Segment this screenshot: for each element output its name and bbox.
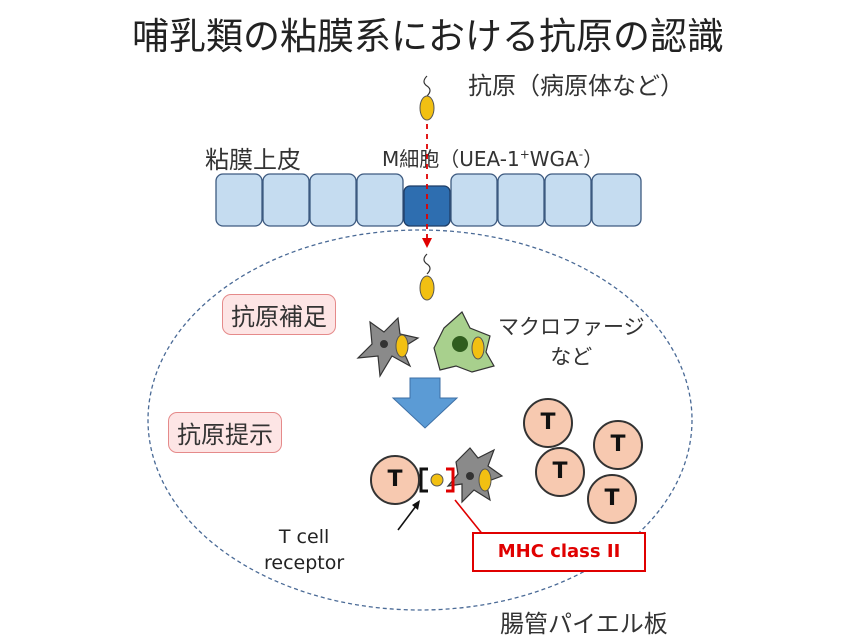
macrophage-label-line1: マクロファージ (498, 315, 645, 339)
t-cell: T (587, 474, 637, 524)
tcr-label-line2: receptor (264, 552, 345, 574)
mhc-bracket (446, 467, 455, 493)
transport-arrow-head (422, 238, 432, 248)
m-cell-label-mid: WGA (529, 147, 579, 171)
peyer-patch-outline (147, 229, 693, 611)
m-cell-label-sup1: + (519, 147, 530, 162)
presenting-dendritic-cell-icon (446, 447, 504, 504)
macrophage-icon (433, 311, 495, 373)
epithelial-cell (262, 173, 310, 227)
tcr-pointer-arrow-head (412, 500, 420, 510)
epithelial-cell (497, 173, 545, 227)
epithelium-label: 粘膜上皮 (205, 146, 301, 174)
peyer-patch-label: 腸管パイエル板 (500, 610, 668, 638)
dendritic-cell-icon (356, 316, 420, 378)
t-cell: T (593, 420, 643, 470)
antigen-capture-box: 抗原補足 (222, 294, 336, 335)
page-title: 哺乳類の粘膜系における抗原の認識 (132, 15, 724, 58)
epithelial-cell (309, 173, 357, 227)
mhc-label-box: MHC class II (472, 532, 646, 572)
t-cell-presented: T (370, 455, 420, 505)
m-cell-label-prefix: M細胞（UEA-1 (382, 147, 520, 171)
antigen-icon (419, 75, 435, 121)
epithelial-cell (215, 173, 263, 227)
tcr-label-line1: T cell (278, 526, 330, 548)
epithelial-cell (450, 173, 498, 227)
antigen-label: 抗原（病原体など） (468, 72, 684, 100)
tcr-label: T cell receptor (264, 524, 344, 576)
process-down-arrow (391, 377, 459, 429)
m-cell-label-sup2: - (578, 147, 584, 162)
epithelial-cell (544, 173, 592, 227)
antigen-presentation-box: 抗原提示 (168, 412, 282, 453)
tcr-pointer-arrow (397, 505, 417, 531)
epithelial-cell (591, 173, 642, 227)
epithelial-cell (356, 173, 404, 227)
mhc-pointer-line (454, 499, 485, 537)
t-cell: T (535, 447, 585, 497)
epithelial-layer (215, 173, 642, 227)
m-cell-label: M細胞（UEA-1+WGA-） (382, 143, 603, 172)
macrophage-label: マクロファージ など (498, 312, 645, 372)
peptide-icon (430, 473, 444, 487)
tcr-bracket (419, 467, 428, 493)
antigen-icon (419, 253, 435, 301)
t-cell: T (523, 398, 573, 448)
macrophage-label-line2: など (550, 345, 593, 369)
m-cell-label-suffix: ） (583, 147, 604, 171)
